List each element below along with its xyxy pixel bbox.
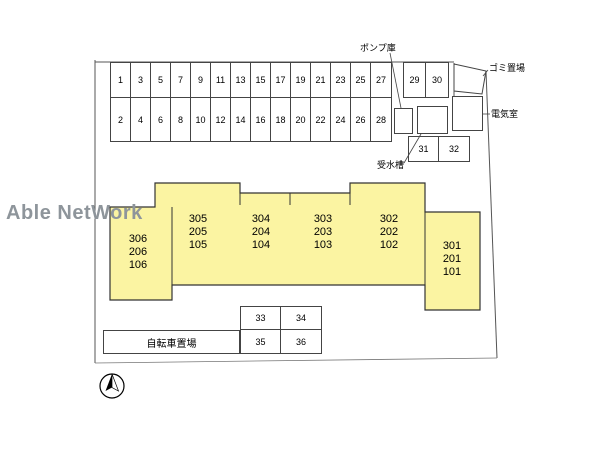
parking-space: 7 <box>171 63 191 97</box>
parking-space: 23 <box>331 63 351 97</box>
parking-space: 20 <box>291 98 311 141</box>
building-outline <box>109 182 481 311</box>
parking-space: 30 <box>431 75 442 85</box>
compass-north-icon <box>99 373 125 399</box>
parking-space: 32 <box>448 144 459 154</box>
watermark: Able NetWork <box>6 202 143 224</box>
parking-space: 1 <box>111 63 131 97</box>
parking-space: 19 <box>291 63 311 97</box>
parking-space: 5 <box>151 63 171 97</box>
parking-space: 4 <box>131 98 151 141</box>
parking-space: 33 <box>241 307 281 330</box>
parking-space: 10 <box>191 98 211 141</box>
garbage-area-label: ゴミ置場 <box>489 63 526 73</box>
boundary-right <box>485 70 498 359</box>
parking-space: 14 <box>231 98 251 141</box>
bicycle-parking-area: 自転車置場 <box>103 330 240 354</box>
parking-space: 34 <box>281 307 321 330</box>
unit-stack-304: 304 204 104 <box>251 213 271 251</box>
parking-space: 28 <box>375 114 386 125</box>
water-tank-leader-line <box>403 133 422 164</box>
garbage-area-box <box>453 63 487 95</box>
electric-room-box <box>452 96 483 131</box>
parking-space: 27 <box>375 75 386 85</box>
parking-space: 31 <box>409 137 439 161</box>
unit-stack-306: 306 206 106 <box>128 233 148 271</box>
parking-corner-29-30: 29 30 <box>403 62 449 98</box>
electric-room-label: 電気室 <box>491 109 519 119</box>
parking-space: 18 <box>271 98 291 141</box>
water-tank-box <box>417 106 448 134</box>
boundary-bottom <box>94 357 498 364</box>
parking-space: 22 <box>311 98 331 141</box>
parking-space: 36 <box>295 336 306 347</box>
parking-space: 16 <box>251 98 271 141</box>
parking-space: 9 <box>191 63 211 97</box>
parking-space: 12 <box>211 98 231 141</box>
parking-space: 25 <box>351 63 371 97</box>
parking-space: 29 <box>404 63 426 97</box>
parking-space: 3 <box>131 63 151 97</box>
parking-space: 24 <box>331 98 351 141</box>
unit-stack-302: 302 202 102 <box>379 213 399 251</box>
parking-space: 26 <box>351 98 371 141</box>
parking-space: 15 <box>251 63 271 97</box>
parking-space: 17 <box>271 63 291 97</box>
pump-room-box <box>394 108 413 134</box>
garbage-leader-line <box>482 69 489 77</box>
parking-mid-31-32: 31 32 <box>408 136 470 162</box>
pump-room-label: ポンプ庫 <box>360 43 396 53</box>
parking-space: 21 <box>311 63 331 97</box>
unit-stack-305: 305 205 105 <box>188 213 208 251</box>
parking-space: 2 <box>111 98 131 141</box>
unit-stack-301: 301 201 101 <box>442 240 462 278</box>
unit-stack-303: 303 203 103 <box>313 213 333 251</box>
parking-space: 35 <box>241 330 281 353</box>
parking-space: 6 <box>151 98 171 141</box>
parking-space: 11 <box>211 63 231 97</box>
water-tank-label: 受水槽 <box>377 160 405 170</box>
parking-space: 13 <box>231 63 251 97</box>
parking-space: 8 <box>171 98 191 141</box>
